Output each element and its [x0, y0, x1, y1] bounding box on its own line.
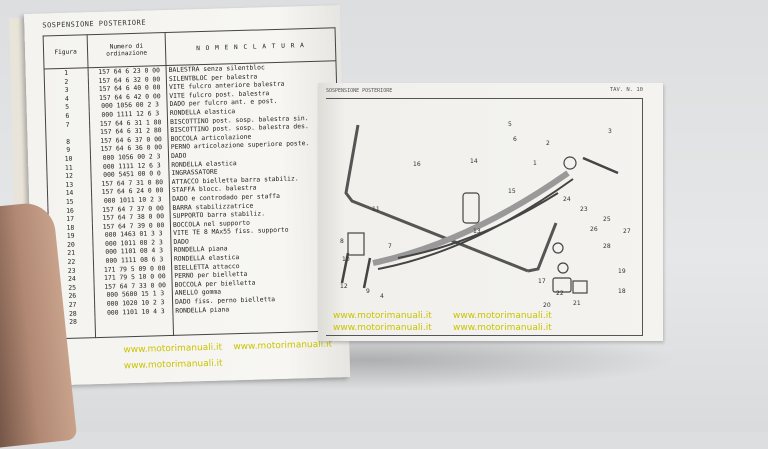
- callout-label: 6: [513, 136, 517, 143]
- watermark: www.motorimanuali.it: [453, 311, 552, 321]
- callout-label: 1: [533, 160, 537, 167]
- callout-label: 5: [508, 121, 512, 128]
- u-bolt: [462, 192, 480, 224]
- callout-label: 23: [580, 206, 588, 213]
- parts-table: Figura Numero di ordinazione N O M E N C…: [43, 27, 344, 340]
- callout-label: 10: [342, 256, 350, 263]
- plate-title: SOSPENSIONE POSTERIORE: [326, 88, 393, 94]
- shackle: [347, 232, 365, 256]
- callout-label: 12: [340, 283, 348, 290]
- watermark: www.motorimanuali.it: [123, 342, 223, 356]
- callout-label: 26: [590, 226, 598, 233]
- empty-cell: [94, 315, 174, 338]
- callout-label: 21: [573, 300, 581, 307]
- callout-label: 9: [366, 288, 370, 295]
- watermark: www.motorimanuali.it: [333, 311, 432, 321]
- callout-label: 4: [380, 293, 384, 300]
- callout-label: 20: [543, 302, 551, 309]
- header-nomenclatura: N O M E N C L A T U R A: [165, 27, 336, 66]
- callout-label: 27: [623, 228, 631, 235]
- callout-label: 14: [470, 158, 478, 165]
- stabilizer-bar: [344, 124, 529, 273]
- callout-label: 8: [340, 238, 344, 245]
- watermark: www.motorimanuali.it: [333, 323, 432, 333]
- plate-number: TAV. N. 10: [609, 87, 643, 93]
- callout-label: 19: [618, 268, 626, 275]
- leaf-spring: [372, 170, 570, 266]
- callout-label: 22: [556, 290, 564, 297]
- header-numero: Numero di ordinazione: [87, 32, 166, 68]
- callout-label: 18: [618, 288, 626, 295]
- watermark: www.motorimanuali.it: [123, 358, 223, 372]
- watermark: www.motorimanuali.it: [233, 339, 333, 353]
- callout-label: 3: [608, 128, 612, 135]
- callout-label: 2: [546, 140, 550, 147]
- callout-label: 17: [538, 278, 546, 285]
- callout-label: 24: [563, 196, 571, 203]
- watermark: www.motorimanuali.it: [453, 323, 552, 333]
- page-title: SOSPENSIONE POSTERIORE: [42, 18, 147, 30]
- callout-label: 11: [372, 206, 380, 213]
- callout-label: 7: [388, 243, 392, 250]
- callout-label: 25: [603, 216, 611, 223]
- callout-label: 15: [508, 188, 516, 195]
- header-figura: Figura: [43, 34, 89, 69]
- callout-label: 28: [603, 243, 611, 250]
- left-page: SOSPENSIONE POSTERIORE Figura Numero di …: [24, 5, 351, 386]
- callout-label: 16: [413, 161, 421, 168]
- callout-label: 13: [473, 228, 481, 235]
- drawing-frame: [326, 98, 643, 336]
